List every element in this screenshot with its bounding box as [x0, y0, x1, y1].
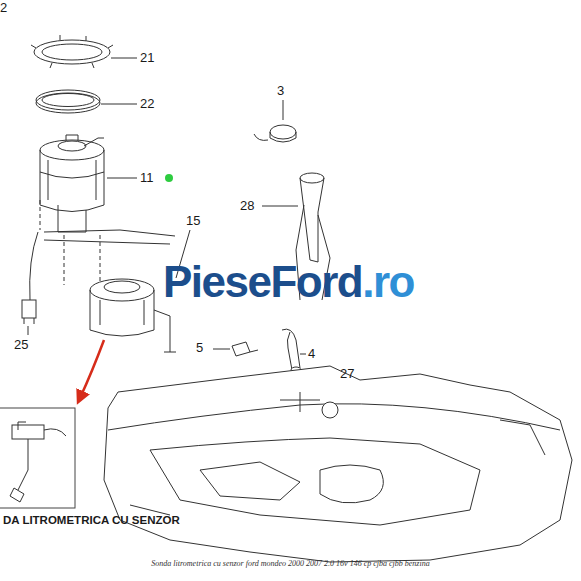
- callout-number: 4: [308, 347, 315, 361]
- callout-number: 5: [196, 341, 203, 355]
- watermark: PieseFord: [163, 258, 362, 306]
- callout-number: 27: [340, 367, 354, 381]
- fuel-pump-module: [40, 135, 137, 232]
- watermark: .ro: [362, 258, 414, 306]
- wiring-harness: [22, 230, 175, 335]
- highlight-dot: [165, 174, 173, 182]
- pointer-arrow: [80, 340, 104, 398]
- callout-number: 15: [186, 214, 200, 228]
- callout-number: 25: [14, 338, 28, 352]
- caption: Sonda litrometrica cu senzor ford mondeo…: [151, 560, 429, 569]
- fuel-tank: [104, 366, 572, 562]
- callout-number: 28: [240, 199, 254, 213]
- callout-number: 21: [140, 51, 154, 65]
- lock-ring: [31, 35, 137, 68]
- callout-number: 3: [277, 84, 284, 98]
- hose-clamp: [213, 342, 258, 356]
- inset-title: DA LITROMETRICA CU SENZOR: [3, 514, 180, 527]
- callout-number: 2: [0, 1, 7, 15]
- seal-ring: [36, 90, 137, 113]
- callout-number: 11: [140, 171, 154, 185]
- callout-number: 22: [140, 97, 154, 111]
- inset-box: [0, 408, 75, 508]
- filler-cap: [254, 100, 296, 142]
- vent-hose: [282, 329, 306, 373]
